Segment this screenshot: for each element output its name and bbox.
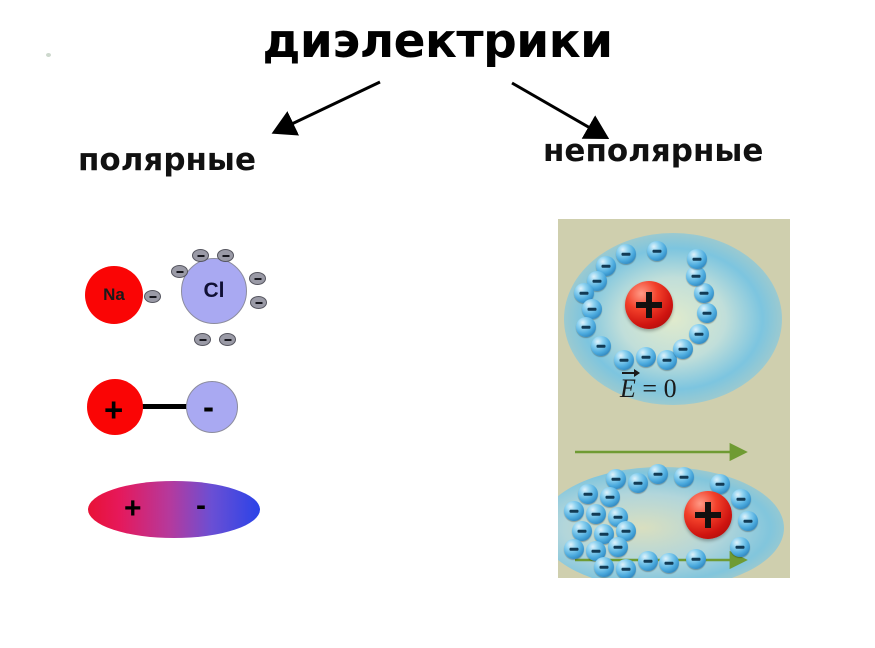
branch-label-polar: полярные [78,142,256,178]
dipole-negative-sphere [186,381,238,433]
electron [614,350,634,370]
electron [687,249,707,269]
electron [648,464,668,484]
electron [731,489,751,509]
polarized-ellipse [88,481,260,538]
electron-right-2 [250,296,267,309]
electron [616,521,636,541]
electron [564,501,584,521]
electron [606,469,626,489]
electron [710,474,730,494]
electron [616,559,636,578]
dipole-plus-sign: + [104,391,124,428]
electron [616,244,636,264]
arrow-to-nonpolar [511,81,610,139]
electron-top-1 [192,249,209,262]
electron [647,241,667,261]
electron [586,541,606,561]
electron [738,511,758,531]
electron [673,339,693,359]
ellipse-minus-sign: - [196,489,206,522]
electron [636,347,656,367]
electron [689,324,709,344]
electron [686,266,706,286]
dipole-positive-sphere [87,379,143,435]
scan-artifact-speck [46,53,51,57]
field-equals: = [642,374,658,403]
electron [686,549,706,569]
electron [591,336,611,356]
atom-chlorine: Cl [181,258,247,324]
electron [564,539,584,559]
electron [730,537,750,557]
electron [582,299,602,319]
electron [657,350,677,370]
electron-right-1 [249,272,266,285]
electron [628,473,648,493]
electron-bottom-1 [194,333,211,346]
electron [576,317,596,337]
electron [574,283,594,303]
ellipse-plus-sign: + [124,492,142,525]
nonpolar-illustration-panel: E = 0 [558,219,790,578]
electron [674,467,694,487]
electron-upper-left [171,265,188,278]
page-title: диэлектрики [262,14,613,69]
electron [694,283,714,303]
electron [594,557,614,577]
field-symbol-E: E [620,374,636,403]
electron [608,537,628,557]
dipole-bond [141,404,218,409]
electron [638,551,658,571]
electron-top-2 [217,249,234,262]
electron [594,524,614,544]
arrow-to-polar [271,80,381,136]
electron [586,504,606,524]
vector-arrow-icon [622,369,640,377]
field-strength-label: E = 0 [620,369,677,404]
field-value: 0 [663,374,677,403]
electron [659,553,679,573]
electron [600,487,620,507]
electron [572,521,592,541]
field-vector-symbol: E [620,369,640,404]
nucleus-positive [625,281,673,329]
electron [697,303,717,323]
atom-sodium: Na [85,266,143,324]
nucleus-positive [684,491,732,539]
electron-bonding [144,290,161,303]
electron-bottom-2 [219,333,236,346]
electron [578,484,598,504]
dipole-minus-sign: - [203,388,214,425]
branch-label-nonpolar: неполярные [543,133,764,169]
